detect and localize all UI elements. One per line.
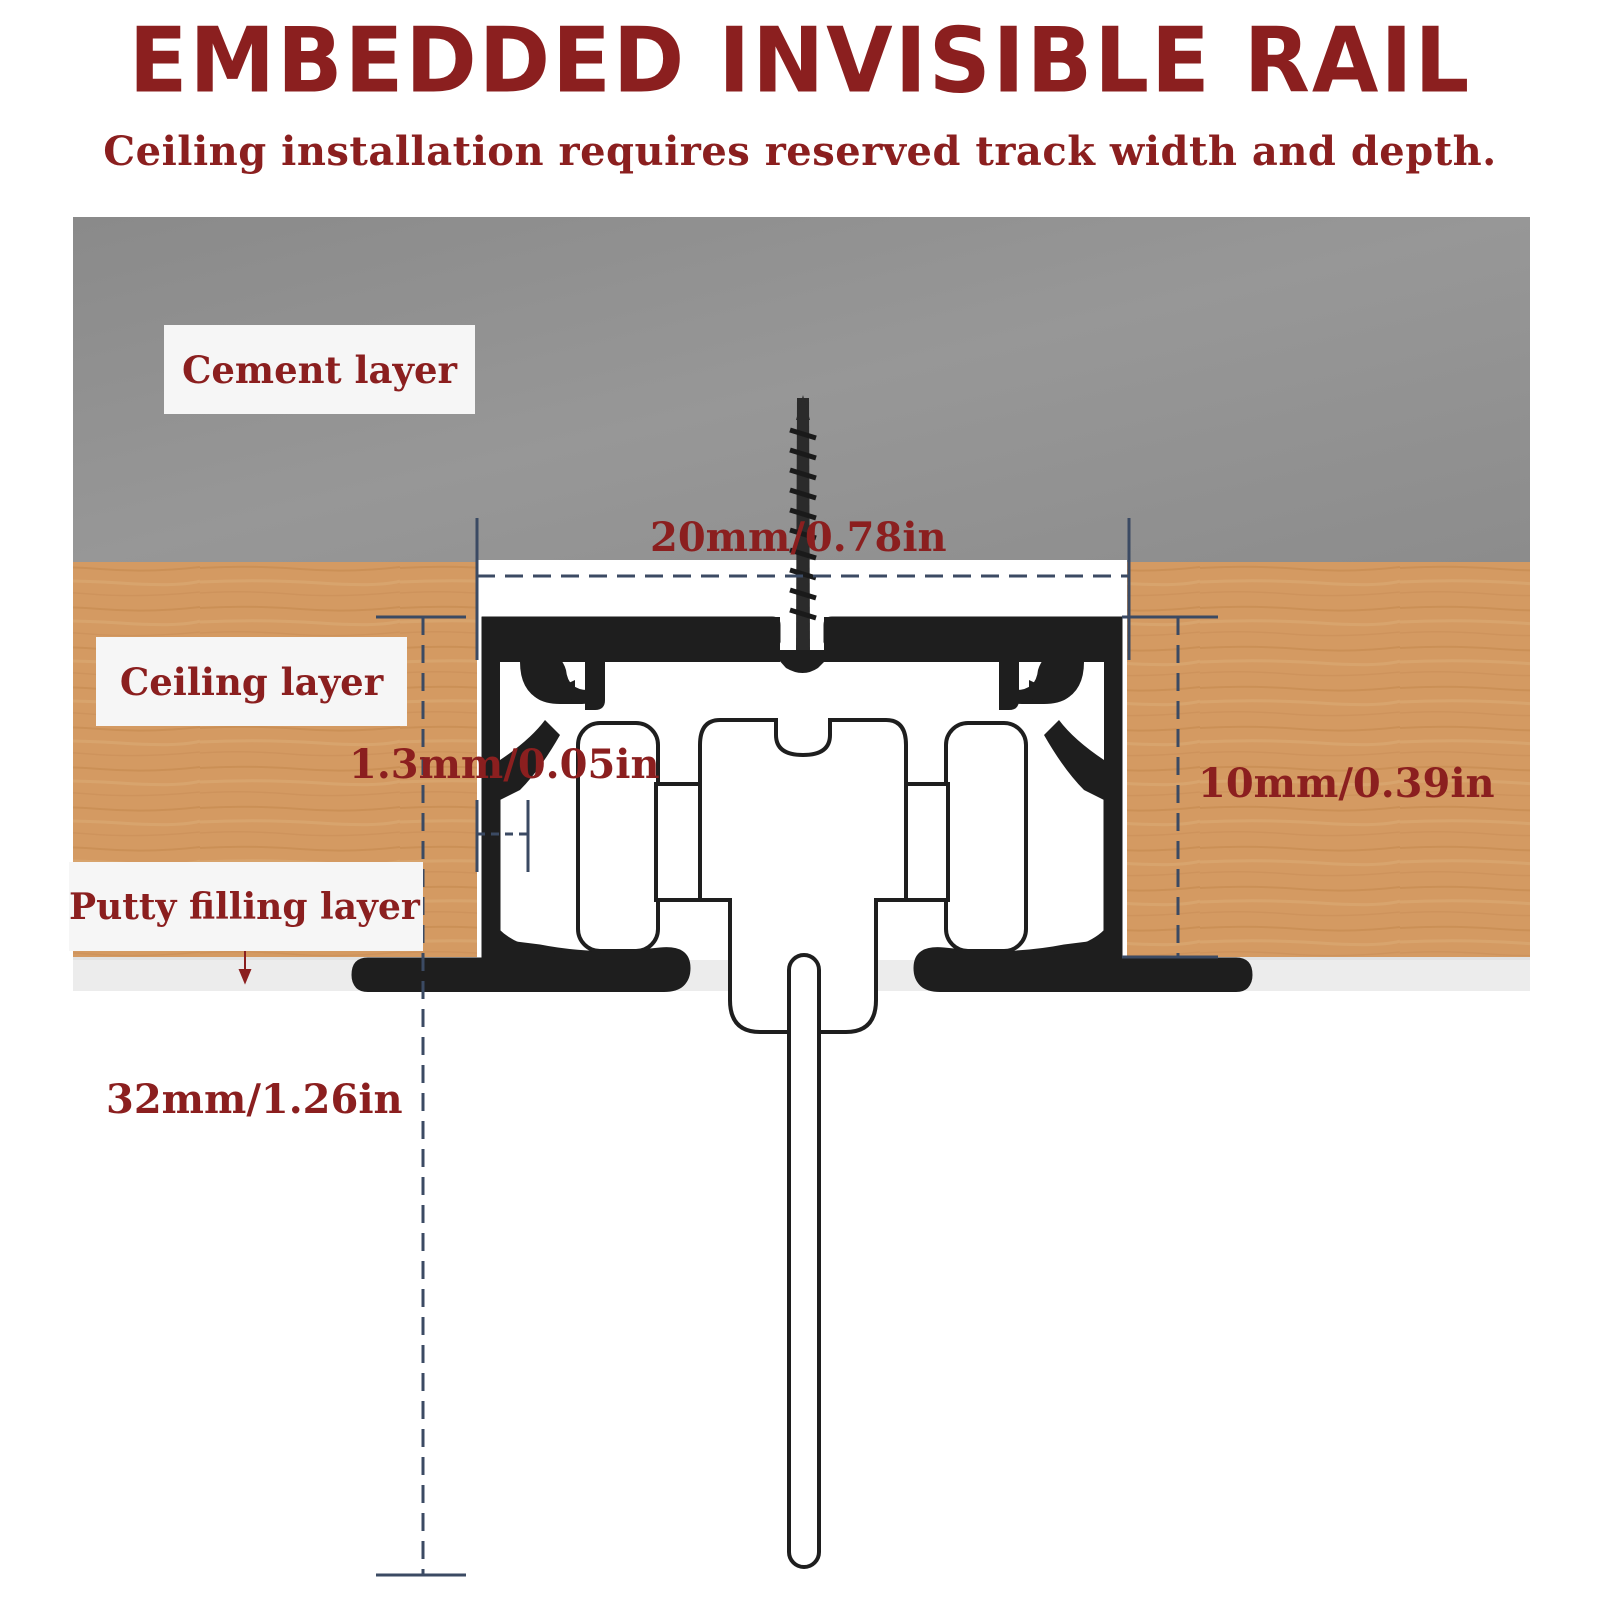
putty-layer-label: Putty filling layer [69, 862, 423, 951]
screw [789, 395, 817, 650]
wall-thickness-dimension-label: 1.3mm/0.05in [349, 741, 660, 788]
page-subtitle: Ceiling installation requires reserved t… [103, 128, 1497, 175]
ceiling-layer-label: Ceiling layer [96, 637, 407, 726]
width-dimension-label: 20mm/0.78in [650, 514, 947, 561]
total-height-dimension-label: 32mm/1.26in [106, 1076, 403, 1123]
hanging-rod [787, 953, 821, 1569]
trolley [576, 718, 1028, 1034]
depth-dimension-label: 10mm/0.39in [1198, 760, 1495, 807]
page-title: EMBEDDED INVISIBLE RAIL [128, 8, 1472, 114]
cement-layer-label: Cement layer [164, 325, 475, 414]
